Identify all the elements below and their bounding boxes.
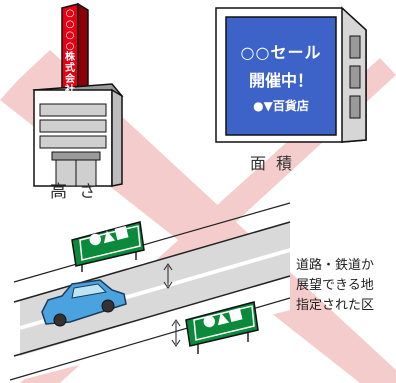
company-sign: ○○○○株式会社 <box>65 8 75 96</box>
corridor-line-2: 展望できる地 <box>296 278 374 293</box>
building-icon <box>32 2 124 187</box>
billboard-line-1: ○○セール <box>240 43 322 62</box>
billboard-line-2: 開催中！ <box>248 71 313 90</box>
corridor-description: 道路・鉄道か 展望できる地 指定された区 <box>296 256 374 316</box>
corridor-line-1: 道路・鉄道か <box>296 258 375 273</box>
billboard-screen: ○○セール 開催中！ ●▼百貨店 <box>226 17 336 135</box>
billboard-line-3: ●▼百貨店 <box>253 99 309 113</box>
car-icon <box>41 279 127 327</box>
billboard-building-icon <box>215 6 367 143</box>
height-label: 高さ <box>50 182 108 202</box>
area-label: 面積 <box>250 154 303 173</box>
corridor-line-3: 指定された区 <box>296 298 375 313</box>
road-sign-icon <box>71 221 145 272</box>
road <box>9 202 291 383</box>
road-sign-icon-lower <box>185 301 259 354</box>
